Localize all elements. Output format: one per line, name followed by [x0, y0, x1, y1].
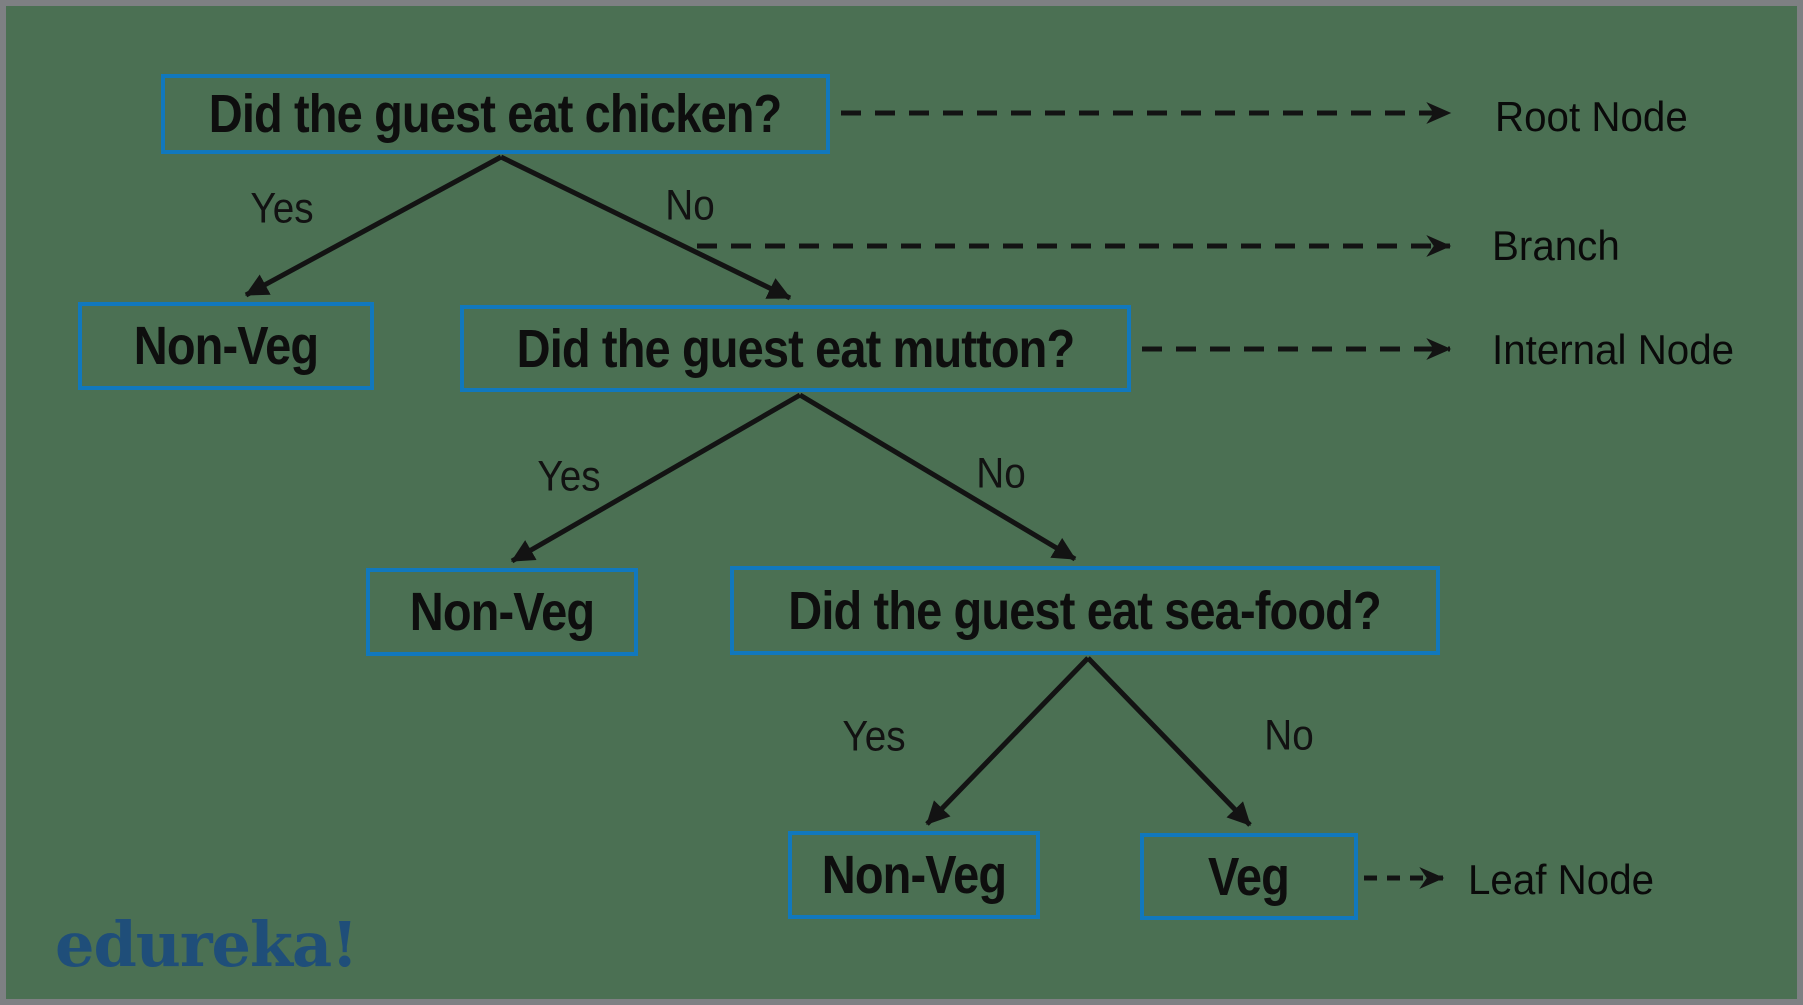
node-seafood-question: Did the guest eat sea-food?: [730, 566, 1440, 655]
annotation-branch: Branch: [1492, 222, 1620, 269]
node-veg-leaf: Veg: [1140, 833, 1358, 920]
node-nonveg-level3-label: Non-Veg: [409, 582, 595, 642]
node-nonveg-level3: Non-Veg: [366, 568, 638, 656]
edge-label-seafood-no: No: [1264, 711, 1314, 760]
edge-label-root-no: No: [665, 181, 715, 230]
edge-label-mutton-no: No: [976, 449, 1026, 498]
annotation-root-node: Root Node: [1495, 93, 1688, 140]
edge-seafood-yes: [925, 656, 1090, 826]
annotation-internal-node: Internal Node: [1492, 326, 1735, 373]
node-root-label: Did the guest eat chicken?: [209, 84, 782, 144]
node-seafood-label: Did the guest eat sea-food?: [788, 580, 1382, 641]
node-root-question: Did the guest eat chicken?: [161, 74, 830, 154]
node-nonveg-level2-label: Non-Veg: [133, 316, 319, 376]
edge-root-yes: [244, 154, 503, 298]
node-mutton-label: Did the guest eat mutton?: [516, 318, 1076, 379]
node-veg-leaf-label: Veg: [1208, 846, 1291, 907]
node-nonveg-leaf-label: Non-Veg: [821, 845, 1007, 905]
annotation-leaf-node: Leaf Node: [1468, 856, 1655, 903]
edge-label-root-yes: Yes: [250, 184, 314, 233]
edge-label-mutton-yes: Yes: [537, 452, 601, 501]
edureka-logo: edureka!: [55, 908, 358, 981]
node-mutton-question: Did the guest eat mutton?: [460, 305, 1131, 392]
edge-label-seafood-yes: Yes: [842, 712, 906, 761]
edge-root-no: [499, 154, 792, 301]
node-nonveg-level2: Non-Veg: [78, 302, 374, 390]
edge-mutton-yes: [510, 392, 802, 564]
edge-seafood-no: [1086, 656, 1252, 827]
node-nonveg-leaf: Non-Veg: [788, 831, 1040, 919]
edge-mutton-no: [798, 392, 1077, 562]
